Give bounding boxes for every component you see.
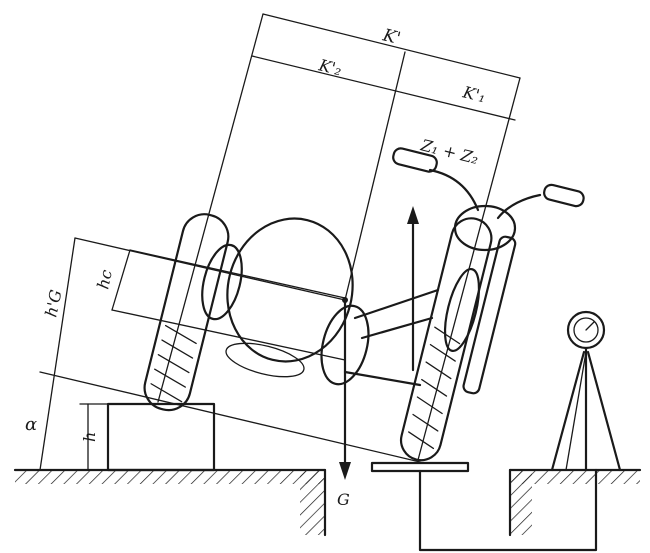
ext-line-ground-tilt — [39, 371, 421, 463]
ext-rear — [157, 13, 264, 403]
tripod-leg-inner — [565, 351, 587, 471]
label-G: G — [337, 490, 350, 509]
crankcase — [225, 342, 305, 378]
dim-line-hG — [39, 237, 76, 471]
force-Z-arrowhead — [407, 206, 419, 224]
ground-hatch-right — [510, 470, 640, 484]
fork-leg — [462, 235, 517, 395]
ext-line-mid — [111, 309, 346, 361]
motorcycle-body — [201, 217, 440, 387]
handlebars — [392, 147, 585, 220]
top-dimensions — [157, 13, 521, 461]
dial-needle — [585, 321, 595, 331]
pit-hatch-left — [300, 470, 325, 535]
front-tire — [399, 217, 493, 462]
front-tread-6 — [412, 413, 439, 432]
ext-cg — [344, 51, 406, 301]
label-K2: K'₂ — [316, 55, 344, 79]
ext-line-hc-top — [129, 249, 346, 299]
dial-indicator-icon — [550, 310, 622, 472]
label-hc: hc — [93, 268, 116, 291]
dim-K — [262, 13, 521, 79]
label-K: K' — [380, 25, 403, 49]
rear-tread-1 — [164, 324, 197, 345]
front-wheel — [399, 217, 517, 462]
frame-tube-upper — [353, 288, 440, 320]
label-hG: h'G — [41, 288, 65, 319]
rear-tire — [143, 213, 230, 412]
label-Z: Z₁ + Z₂ — [418, 135, 480, 168]
front-tread-3 — [425, 361, 452, 380]
dim-line-hc — [111, 249, 131, 311]
front-tread-7 — [408, 431, 435, 450]
force-arrows — [339, 206, 419, 480]
pit-hatch-right — [510, 470, 532, 535]
label-K1: K'₁ — [460, 82, 488, 106]
cg-point — [342, 297, 348, 303]
force-G-arrowhead — [339, 462, 351, 480]
handlebar-left — [428, 168, 480, 212]
rear-tread-3 — [157, 353, 190, 374]
rear-tread-2 — [161, 339, 194, 359]
frame-tube-bottom — [343, 370, 422, 387]
fender — [443, 268, 481, 352]
seat — [201, 243, 243, 321]
rear-tread-5 — [150, 383, 183, 403]
front-tread-2 — [429, 343, 456, 362]
ground — [13, 468, 642, 537]
raised-block — [106, 402, 216, 472]
tripod-leg-left — [550, 350, 586, 472]
ext-line-top — [74, 237, 346, 301]
ground-hatch-left — [15, 470, 325, 484]
scale-plate — [370, 461, 470, 473]
rear-wheel — [143, 213, 230, 412]
handlebar-right — [496, 193, 542, 220]
scale-platform — [370, 461, 598, 552]
label-h: h — [80, 432, 99, 442]
headlamp — [453, 204, 517, 252]
engine-housing — [320, 304, 370, 386]
frame-tube-lower — [360, 316, 434, 340]
tripod-leg-right — [586, 350, 622, 472]
scale-box — [418, 468, 598, 552]
grip-left — [392, 147, 438, 173]
front-tread-4 — [421, 378, 448, 397]
grip-right — [543, 183, 585, 208]
dial-inner — [573, 317, 599, 343]
left-dimensions — [39, 237, 421, 471]
dim-K-sub — [251, 55, 516, 121]
front-tread-1 — [434, 326, 461, 345]
label-alpha: α — [25, 414, 37, 435]
front-tread-5 — [416, 396, 443, 415]
rear-tread-4 — [154, 368, 186, 388]
